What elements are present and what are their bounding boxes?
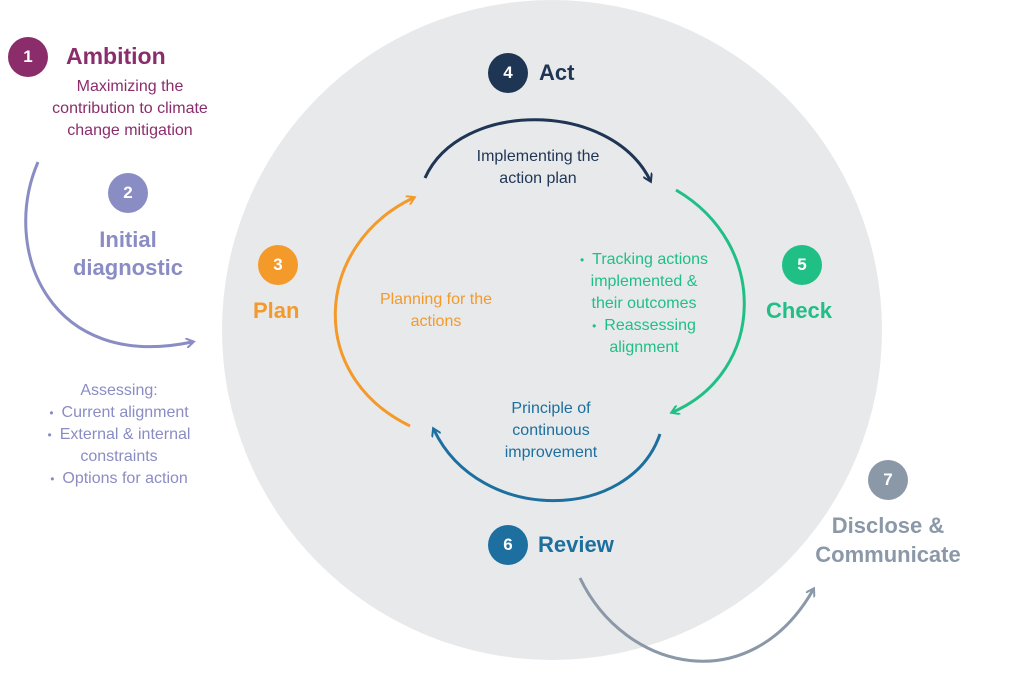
check-bullet-continuation: alignment — [609, 339, 679, 356]
step-4-badge: 4 — [488, 53, 528, 93]
review-arrow — [434, 430, 662, 502]
review-desc-line: Principle of — [511, 400, 591, 417]
initial-diagnostic-description: Assessing: Current alignment External & … — [10, 380, 228, 490]
disclose-title-line: Disclose & — [831, 513, 945, 538]
plan-desc-line: Planning for the — [379, 291, 493, 308]
initial-bullet-continuation: constraints — [80, 448, 158, 465]
plan-title: Plan — [253, 298, 300, 323]
step-1-badge: 1 — [8, 37, 48, 77]
step-7-badge: 7 — [868, 460, 908, 500]
initial-title-line: Initial — [99, 227, 157, 252]
initial-title-line: diagnostic — [72, 255, 183, 280]
initial-bullet: Options for action — [10, 468, 228, 490]
initial-arrow — [24, 161, 192, 347]
ambition-desc-line: Maximizing the — [76, 78, 184, 95]
initial-bullet: External & internal — [10, 424, 228, 446]
act-description: Implementing the action plan — [448, 146, 628, 190]
ambition-description: Maximizing the contribution to climate c… — [10, 76, 250, 142]
plan-description: Planning for the actions — [356, 289, 516, 333]
act-desc-line: action plan — [499, 170, 577, 187]
step-2-badge: 2 — [108, 173, 148, 213]
act-arrow — [423, 118, 650, 180]
review-title: Review — [538, 532, 614, 557]
step-3-badge: 3 — [258, 245, 298, 285]
initial-bullet: Current alignment — [10, 402, 228, 424]
check-description: Tracking actions implemented & their out… — [556, 249, 732, 359]
review-desc-line: continuous — [512, 422, 590, 439]
review-description: Principle of continuous improvement — [476, 398, 626, 464]
ambition-title: Ambition — [66, 43, 166, 69]
check-bullet-continuation: their outcomes — [591, 295, 697, 312]
ambition-desc-line: change mitigation — [67, 122, 193, 139]
step-5-badge: 5 — [782, 245, 822, 285]
cycle-background-circle — [222, 0, 882, 660]
check-bullet-continuation: implemented & — [590, 273, 698, 290]
plan-arrow — [333, 198, 413, 428]
check-bullet: Tracking actions — [556, 249, 732, 271]
disclose-title-line: Communicate — [815, 542, 961, 567]
disclose-title: Disclose & Communicate — [798, 511, 978, 569]
ambition-desc-line: contribution to climate — [52, 100, 208, 117]
plan-desc-line: actions — [410, 313, 462, 330]
check-arrow — [673, 188, 746, 412]
initial-diagnostic-title: Initial diagnostic — [48, 226, 208, 282]
act-desc-line: Implementing the — [476, 148, 600, 165]
check-title: Check — [766, 298, 833, 323]
disclose-arrow — [578, 577, 813, 663]
act-title: Act — [539, 60, 575, 85]
check-bullet: Reassessing — [556, 315, 732, 337]
initial-desc-header: Assessing: — [80, 382, 158, 399]
review-desc-line: improvement — [504, 444, 598, 461]
step-6-badge: 6 — [488, 525, 528, 565]
